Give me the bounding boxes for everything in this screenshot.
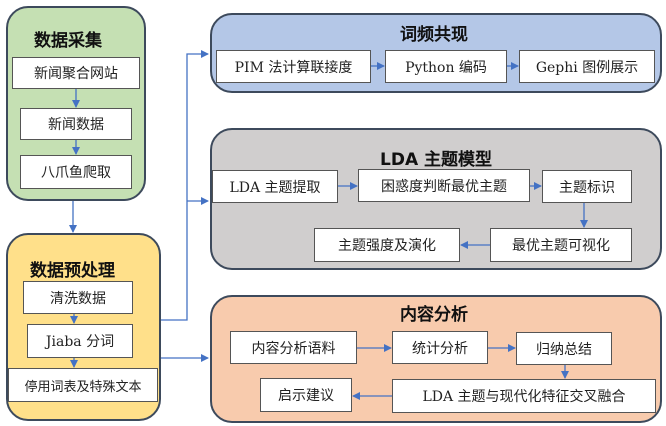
- step-recommendations: 启示建议: [260, 378, 352, 412]
- step-lda-modernization-fusion: LDA 主题与现代化特征交叉融合: [392, 379, 656, 413]
- step-stopwords-special-text: 停用词表及特殊文本: [8, 368, 158, 402]
- step-topic-strength-evolution: 主题强度及演化: [314, 228, 460, 262]
- step-perplexity-optimal-topics: 困惑度判断最优主题: [358, 169, 530, 202]
- step-optimal-topic-visualization: 最优主题可视化: [490, 228, 632, 262]
- step-octoparse-crawl: 八爪鱼爬取: [20, 155, 132, 189]
- step-clean-data: 清洗数据: [23, 281, 133, 314]
- step-summarize: 归纳总结: [516, 332, 612, 365]
- step-statistical-analysis: 统计分析: [392, 331, 488, 364]
- lda-topic-model-title: LDA 主题模型: [380, 150, 493, 170]
- step-news-data: 新闻数据: [20, 108, 132, 140]
- arrow-preprocess-to-cooccurrence: [161, 50, 209, 321]
- data-collection-title: 数据采集: [34, 31, 102, 51]
- step-pmi-association: PIM 法计算联接度: [216, 50, 371, 83]
- step-gephi-visualization: Gephi 图例展示: [519, 50, 655, 83]
- step-jieba-segmentation: Jiaba 分词: [27, 324, 133, 358]
- content-analysis-title: 内容分析: [400, 305, 468, 325]
- word-cooccurrence-title: 词频共现: [400, 25, 468, 45]
- step-topic-labeling: 主题标识: [542, 170, 632, 203]
- step-lda-topic-extraction: LDA 主题提取: [212, 170, 338, 203]
- step-python-coding: Python 编码: [385, 50, 507, 83]
- step-content-corpus: 内容分析语料: [230, 331, 357, 364]
- data-preprocessing-title: 数据预处理: [30, 261, 115, 281]
- step-news-aggregator-sites: 新闻聚合网站: [12, 57, 140, 89]
